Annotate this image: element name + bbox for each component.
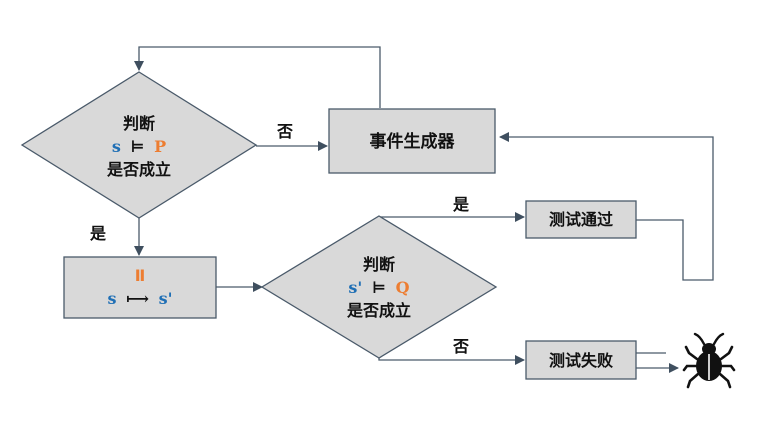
edge-label-decision2-yes: 是 <box>452 195 469 214</box>
decision-2: 判断 s' ⊨ Q 是否成立 <box>260 215 498 359</box>
decision-2-operator: ⊨ <box>372 278 386 297</box>
event-generator-label: 事件生成器 <box>370 131 456 152</box>
test-fail-label: 测试失败 <box>549 351 613 370</box>
test-pass-box: 测试通过 <box>525 200 637 239</box>
decision-2-question: 是否成立 <box>346 301 411 320</box>
edge-decision2-no <box>378 355 525 365</box>
transform-box: Ⅱ s ⟼ s' <box>63 256 217 319</box>
transform-formula: s ⟼ s' <box>107 289 172 308</box>
edge-pass-to-generator <box>499 132 714 281</box>
edge-generator-to-decision1 <box>134 46 381 108</box>
bug-icon <box>682 332 736 389</box>
decision-1-operator: ⊨ <box>130 137 144 156</box>
decision-1-state: s <box>112 137 121 156</box>
edge-decision2-yes <box>378 212 525 222</box>
test-pass-label: 测试通过 <box>549 210 613 229</box>
test-fail-box: 测试失败 <box>525 340 637 380</box>
event-generator: 事件生成器 <box>328 108 496 174</box>
transform-symbol: Ⅱ <box>135 266 146 285</box>
transform-arrow: ⟼ <box>126 289 149 308</box>
transform-from: s <box>107 289 116 308</box>
edge-label-decision2-no: 否 <box>452 337 469 356</box>
transform-to: s' <box>159 289 173 308</box>
decision-1-formula: s ⊨ P <box>112 137 166 156</box>
decision-2-title: 判断 <box>363 255 395 274</box>
decision-2-property: Q <box>396 278 410 297</box>
decision-1: 判断 s ⊨ P 是否成立 <box>20 71 258 219</box>
decision-1-question: 是否成立 <box>106 160 171 179</box>
decision-1-property: P <box>154 137 166 156</box>
decision-1-title: 判断 <box>123 114 155 133</box>
edge-label-decision1-no: 否 <box>276 122 293 141</box>
decision-2-formula: s' ⊨ Q <box>348 278 409 297</box>
edge-label-decision1-yes: 是 <box>89 224 106 243</box>
decision-2-state: s' <box>348 278 362 297</box>
